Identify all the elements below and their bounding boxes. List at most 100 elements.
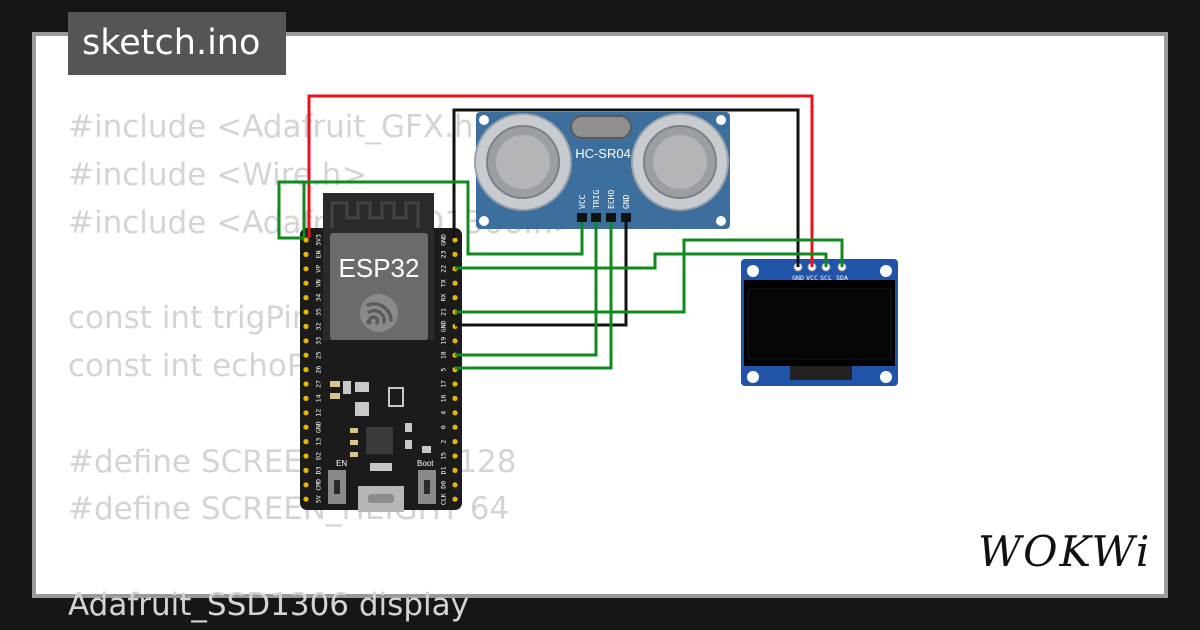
esp32-pin-label: VP bbox=[315, 265, 323, 273]
esp32-pin-label: D2 bbox=[315, 452, 323, 460]
esp32-pin-label: RX bbox=[440, 294, 448, 302]
esp32-pin[interactable] bbox=[303, 424, 309, 430]
oled-pin-label: SCL bbox=[820, 274, 832, 282]
esp32-pin[interactable] bbox=[303, 410, 309, 416]
esp32-pin-label: GND bbox=[440, 320, 448, 332]
esp32-pin[interactable] bbox=[303, 395, 309, 401]
sensor-pin[interactable] bbox=[577, 213, 587, 222]
esp32-pin-label: 5V bbox=[315, 495, 323, 503]
oled-ribbon bbox=[790, 366, 852, 380]
esp32-pin[interactable] bbox=[303, 352, 309, 358]
esp32-pin-label: TX bbox=[440, 279, 448, 287]
antenna-trace bbox=[330, 201, 420, 228]
smd-component bbox=[355, 382, 369, 392]
esp32-pin[interactable] bbox=[303, 439, 309, 445]
oled-pin-label: VCC bbox=[806, 274, 818, 282]
esp32-pin[interactable] bbox=[303, 280, 309, 286]
esp32-pin[interactable] bbox=[452, 439, 458, 445]
esp32-pin[interactable] bbox=[303, 367, 309, 373]
smd-component bbox=[343, 381, 351, 394]
esp32-pin[interactable] bbox=[452, 280, 458, 286]
smd-component bbox=[405, 440, 412, 449]
esp32-pin[interactable] bbox=[303, 323, 309, 329]
esp32-shield bbox=[330, 233, 428, 340]
esp32-pin-label: CMD bbox=[315, 479, 323, 491]
wire-gnd-black-sensor[interactable] bbox=[455, 222, 628, 327]
esp32-pin-label: 32 bbox=[315, 322, 323, 330]
wires bbox=[277, 94, 844, 370]
smd-component bbox=[330, 393, 340, 399]
esp32-pin[interactable] bbox=[303, 496, 309, 502]
esp32-pin-label: D3 bbox=[315, 466, 323, 474]
esp32-pin[interactable] bbox=[452, 410, 458, 416]
wire-scl-green[interactable] bbox=[455, 252, 828, 270]
wire-echo-green[interactable] bbox=[455, 222, 613, 370]
esp32-pin[interactable] bbox=[452, 496, 458, 502]
esp32-pin[interactable] bbox=[303, 467, 309, 473]
esp32-pin-label: 3V3 bbox=[315, 234, 323, 246]
sensor-pin[interactable] bbox=[621, 213, 631, 222]
esp32-pin[interactable] bbox=[303, 453, 309, 459]
esp32-pin[interactable] bbox=[303, 295, 309, 301]
sensor-pin[interactable] bbox=[606, 213, 616, 222]
code-line: #include <Adafruit_GFX.h> bbox=[68, 109, 500, 145]
esp32-pin-label: GND bbox=[440, 234, 448, 246]
transducer-left bbox=[474, 113, 572, 211]
esp32-pin[interactable] bbox=[452, 395, 458, 401]
wire-trig-green[interactable] bbox=[455, 222, 598, 357]
esp32-pin[interactable] bbox=[452, 482, 458, 488]
file-tab[interactable]: sketch.ino bbox=[68, 12, 286, 75]
esp32-pin[interactable] bbox=[452, 381, 458, 387]
usb-chip bbox=[366, 427, 393, 454]
sensor-pin-label: ECHO bbox=[607, 190, 616, 209]
esp32-pin-label: 12 bbox=[315, 409, 323, 417]
esp32-pin[interactable] bbox=[452, 424, 458, 430]
sensor-label: HC-SR04 bbox=[575, 146, 631, 161]
smd-component bbox=[388, 387, 404, 407]
sensor-pin[interactable] bbox=[591, 213, 601, 222]
wire-gnd-black[interactable] bbox=[452, 108, 800, 267]
esp32-pin-label: 18 bbox=[440, 351, 448, 359]
esp32-pin-label: 19 bbox=[440, 337, 448, 345]
esp32-pin-label: 2 bbox=[440, 440, 448, 444]
smd-component bbox=[355, 402, 369, 416]
esp32-pin-label: D1 bbox=[440, 466, 448, 474]
wire-sda-green[interactable] bbox=[455, 238, 844, 314]
esp32-board[interactable]: ESP32 EN Boot 3V3ENVPVN34353233252627141… bbox=[300, 193, 462, 512]
wire-vcc-red[interactable] bbox=[307, 94, 814, 267]
esp32-pin[interactable] bbox=[452, 453, 458, 459]
svg-text:WOKWi: WOKWi bbox=[978, 527, 1151, 576]
esp32-pin[interactable] bbox=[452, 295, 458, 301]
smd-component bbox=[330, 381, 340, 387]
crystal-oscillator bbox=[570, 115, 632, 139]
esp32-pin-label: 13 bbox=[315, 438, 323, 446]
sensor-pin-label: TRIG bbox=[592, 190, 601, 209]
esp32-pin[interactable] bbox=[303, 338, 309, 344]
sensor-pin-label: VCC bbox=[578, 194, 587, 209]
esp32-pin[interactable] bbox=[303, 309, 309, 315]
esp32-pin-label: 17 bbox=[440, 380, 448, 388]
espressif-logo-icon bbox=[360, 294, 398, 332]
wire-3v3-sensor-green[interactable] bbox=[277, 180, 584, 256]
esp32-pin[interactable] bbox=[303, 237, 309, 243]
oled-pin-label: GND bbox=[792, 274, 804, 282]
esp32-pin[interactable] bbox=[452, 237, 458, 243]
esp32-pin[interactable] bbox=[303, 266, 309, 272]
esp32-pin-label: 34 bbox=[315, 294, 323, 302]
esp32-pin[interactable] bbox=[452, 338, 458, 344]
esp32-pin[interactable] bbox=[452, 251, 458, 257]
esp32-pin-label: 15 bbox=[440, 452, 448, 460]
esp32-pin-label: 5 bbox=[440, 368, 448, 372]
esp32-pin[interactable] bbox=[303, 381, 309, 387]
smd-component bbox=[405, 423, 412, 432]
esp32-pin-label: 22 bbox=[440, 265, 448, 273]
esp32-pin[interactable] bbox=[452, 467, 458, 473]
esp32-pin[interactable] bbox=[303, 251, 309, 257]
esp32-pin-label: 33 bbox=[315, 337, 323, 345]
en-label: EN bbox=[336, 459, 347, 468]
esp32-pin[interactable] bbox=[303, 482, 309, 488]
esp32-pin-label: VN bbox=[315, 279, 323, 287]
esp32-pin-label: 25 bbox=[315, 351, 323, 359]
